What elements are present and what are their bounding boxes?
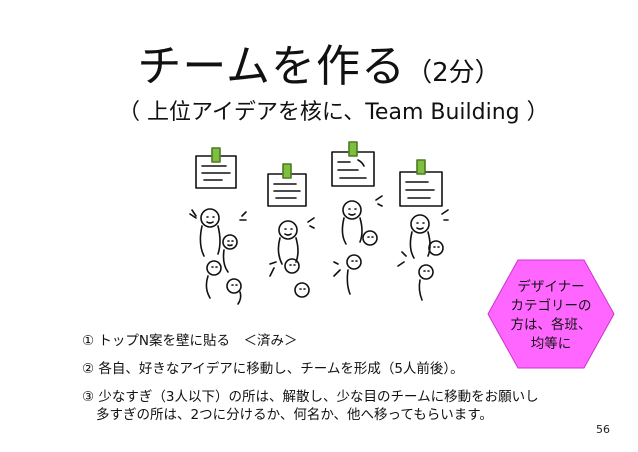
slide-subtitle: （ 上位アイデアを核に、Team Building ） — [118, 100, 549, 125]
people-group-2 — [269, 217, 315, 298]
team-building-illustration — [189, 141, 449, 305]
idea-board-1 — [195, 147, 237, 189]
step-item-3-continuation: 多すぎの所は、2つに分けるか、何名か、他へ移ってもらいます。 — [96, 407, 493, 423]
step-item-3: ③ 少なすぎ（3人以下）の所は、解散し、少な目のチームに移動をお願いし — [82, 389, 539, 405]
slide-title-main: チームを作る — [137, 41, 407, 92]
steps-list: ① トップN案を壁に貼る ＜済み＞ ② 各自、好きなアイデアに移動し、チームを形… — [82, 332, 539, 424]
step-item-2: ② 各自、好きなアイデアに移動し、チームを形成（5人前後）。 — [82, 361, 464, 377]
idea-board-3 — [331, 141, 375, 187]
slide-title-duration: （2分） — [406, 58, 501, 88]
callout-text: デザイナー カテゴリーの 方は、各班、 均等に — [486, 278, 616, 354]
callout-line: 均等に — [530, 336, 572, 352]
hexagon-shape — [487, 259, 615, 369]
callout-line: カテゴリーの — [510, 298, 592, 314]
people-group-3 — [333, 195, 383, 295]
people-group-4 — [397, 209, 449, 301]
idea-board-2 — [267, 163, 307, 207]
idea-board-4 — [399, 159, 443, 207]
step-item-1: ① トップN案を壁に貼る ＜済み＞ — [82, 333, 298, 349]
people-group-1 — [189, 208, 247, 305]
designer-note-callout: デザイナー カテゴリーの 方は、各班、 均等に — [486, 258, 616, 370]
callout-line: デザイナー — [517, 279, 585, 295]
page-number: 56 — [596, 423, 610, 436]
callout-line: 方は、各班、 — [510, 317, 592, 333]
slide-title: チームを作る（2分） — [0, 30, 638, 94]
